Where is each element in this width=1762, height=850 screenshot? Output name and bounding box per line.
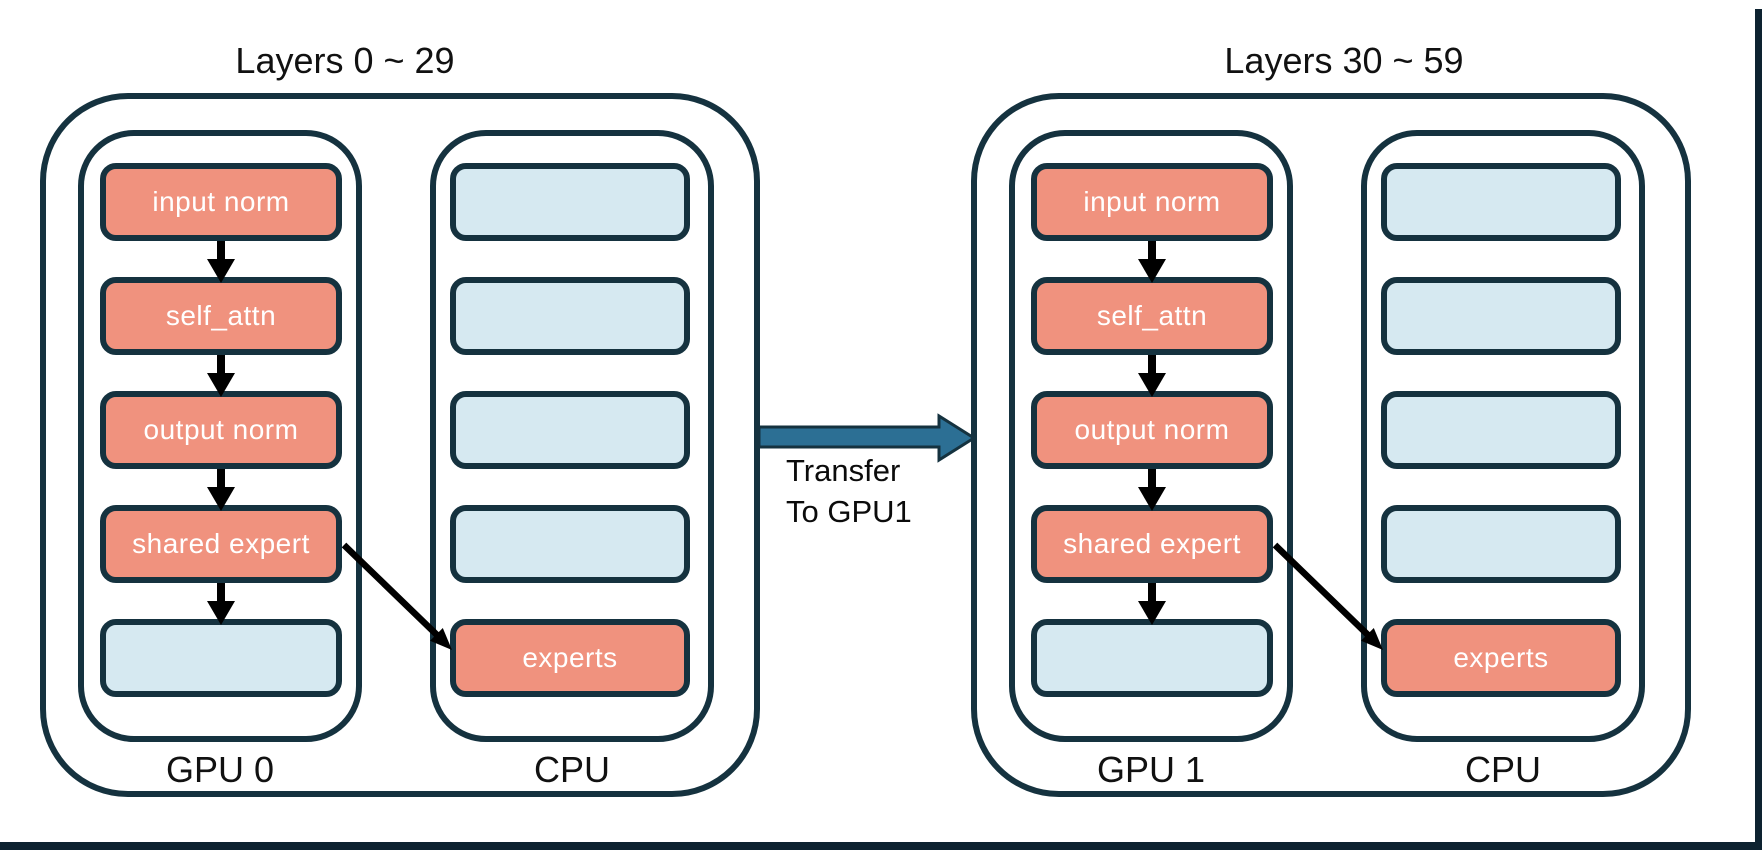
node-label: shared expert — [1063, 528, 1241, 559]
node-label: shared expert — [132, 528, 310, 559]
node-label: self_attn — [1096, 300, 1208, 331]
gpu-label: GPU 0 — [165, 749, 275, 790]
node-empty-slot — [450, 163, 690, 241]
node-self-attn: self_attn — [1031, 277, 1273, 355]
node-empty-slot — [1381, 391, 1621, 469]
node-label: experts — [522, 642, 618, 673]
node-empty-slot — [1381, 277, 1621, 355]
transfer-label: Transfer To GPU1 — [786, 450, 1006, 532]
node-empty-slot — [1031, 619, 1273, 697]
transfer-arrow — [757, 413, 977, 463]
node-empty-slot — [450, 391, 690, 469]
node-experts: experts — [1381, 619, 1621, 697]
node-label: self_attn — [165, 300, 277, 331]
node-label: input norm — [152, 186, 290, 217]
cpu-label: CPU — [1464, 749, 1541, 790]
node-input-norm: input norm — [1031, 163, 1273, 241]
node-label: input norm — [1083, 186, 1221, 217]
group-title: Layers 0 ~ 29 — [235, 40, 455, 81]
node-empty-slot — [100, 619, 342, 697]
gpu-label: GPU 1 — [1096, 749, 1206, 790]
layer-group-0: Layers 0 ~ 29 input norm self_attn outpu… — [40, 40, 760, 797]
node-label: output norm — [1074, 414, 1230, 445]
right-edge-strip — [1755, 9, 1762, 850]
node-experts: experts — [450, 619, 690, 697]
transfer-label-line2: To GPU1 — [786, 494, 912, 529]
node-output-norm: output norm — [100, 391, 342, 469]
bottom-edge-strip — [0, 842, 1762, 850]
node-empty-slot — [1381, 505, 1621, 583]
node-input-norm: input norm — [100, 163, 342, 241]
transfer-label-line1: Transfer — [786, 453, 901, 488]
node-empty-slot — [450, 277, 690, 355]
layer-group-1: Layers 30 ~ 59 input norm self_attn outp… — [971, 40, 1691, 797]
node-label: output norm — [143, 414, 299, 445]
node-shared-expert: shared expert — [1031, 505, 1273, 583]
node-self-attn: self_attn — [100, 277, 342, 355]
node-output-norm: output norm — [1031, 391, 1273, 469]
group-title: Layers 30 ~ 59 — [1224, 40, 1464, 81]
cpu-label: CPU — [533, 749, 610, 790]
node-shared-expert: shared expert — [100, 505, 342, 583]
node-empty-slot — [1381, 163, 1621, 241]
node-empty-slot — [450, 505, 690, 583]
node-label: experts — [1453, 642, 1549, 673]
